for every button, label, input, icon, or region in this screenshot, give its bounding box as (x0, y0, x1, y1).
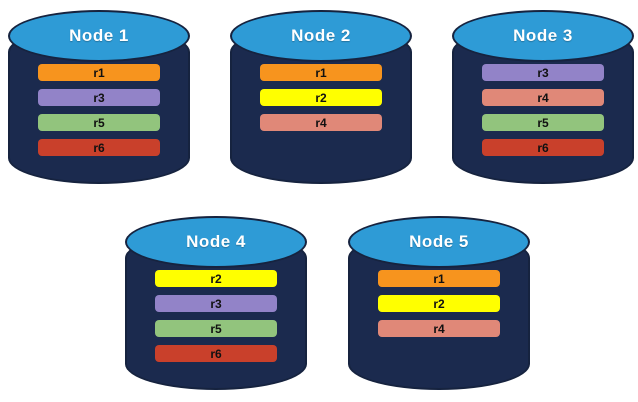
database-node[interactable]: Node 2 r1 r2 r4 (230, 6, 412, 184)
replica-bar[interactable]: r4 (260, 114, 382, 131)
replica-list: r2 r3 r5 r6 (155, 270, 277, 362)
cylinder-top: Node 5 (348, 216, 530, 268)
replica-bar[interactable]: r2 (260, 89, 382, 106)
cylinder-top: Node 1 (8, 10, 190, 62)
node-label: Node 5 (409, 232, 469, 251)
node-label: Node 1 (69, 26, 129, 45)
replica-bar[interactable]: r2 (378, 295, 500, 312)
replica-bar[interactable]: r3 (482, 64, 604, 81)
replica-bar[interactable]: r6 (155, 345, 277, 362)
cylinder-top: Node 4 (125, 216, 307, 268)
replica-list: r1 r3 r5 r6 (38, 64, 160, 156)
replica-bar[interactable]: r5 (155, 320, 277, 337)
replica-bar[interactable]: r6 (38, 139, 160, 156)
replica-bar[interactable]: r1 (260, 64, 382, 81)
replica-bar[interactable]: r2 (155, 270, 277, 287)
database-node[interactable]: Node 4 r2 r3 r5 r6 (125, 212, 307, 390)
node-label: Node 4 (186, 232, 246, 251)
replica-list: r1 r2 r4 (378, 270, 500, 337)
replica-list: r3 r4 r5 r6 (482, 64, 604, 156)
replica-list: r1 r2 r4 (260, 64, 382, 131)
replica-bar[interactable]: r6 (482, 139, 604, 156)
database-node[interactable]: Node 1 r1 r3 r5 r6 (8, 6, 190, 184)
database-node[interactable]: Node 5 r1 r2 r4 (348, 212, 530, 390)
replica-bar[interactable]: r3 (38, 89, 160, 106)
replica-bar[interactable]: r4 (378, 320, 500, 337)
cylinder-top: Node 3 (452, 10, 634, 62)
replica-bar[interactable]: r5 (38, 114, 160, 131)
node-label: Node 3 (513, 26, 573, 45)
replica-bar[interactable]: r4 (482, 89, 604, 106)
cylinder-top: Node 2 (230, 10, 412, 62)
database-node[interactable]: Node 3 r3 r4 r5 r6 (452, 6, 634, 184)
replica-bar[interactable]: r5 (482, 114, 604, 131)
replica-bar[interactable]: r3 (155, 295, 277, 312)
replica-bar[interactable]: r1 (378, 270, 500, 287)
node-label: Node 2 (291, 26, 351, 45)
replica-bar[interactable]: r1 (38, 64, 160, 81)
